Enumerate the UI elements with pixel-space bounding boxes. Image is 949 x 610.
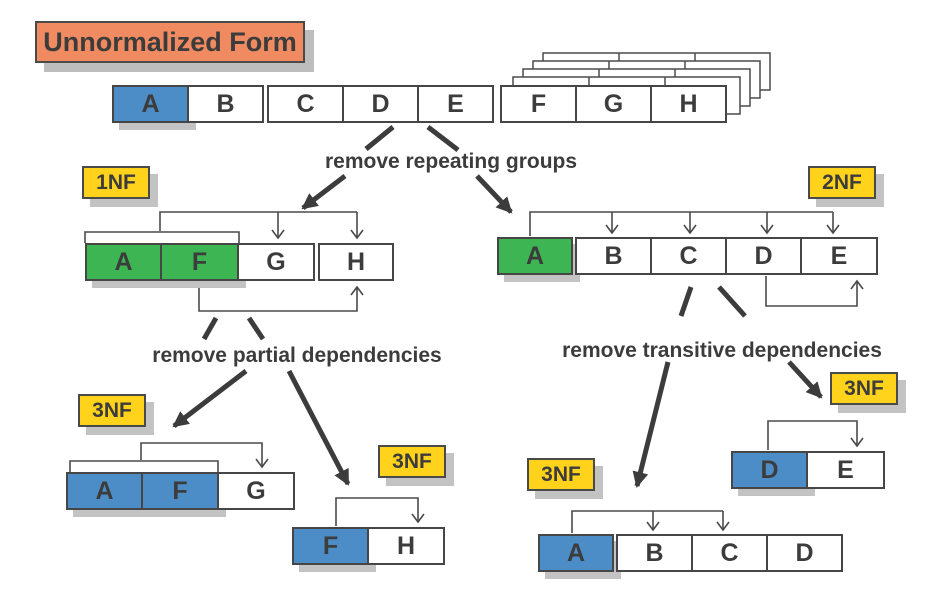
nf1-table: A F G H — [85, 243, 394, 281]
nf3-afg-cell-G: G — [217, 472, 295, 510]
unf-cell-G: G — [575, 85, 652, 123]
badge-3nf-bottom: 3NF — [527, 458, 595, 491]
nf3-abcd-table: A B C D — [538, 534, 843, 572]
repeating-transition-arrows — [301, 125, 513, 214]
nf3-fh-table: F H — [292, 527, 445, 565]
nf3-de-dependency-bracket — [767, 420, 864, 450]
unf-cell-A: A — [112, 85, 189, 123]
nf3-abcd-cell-B: B — [616, 534, 693, 572]
nf3-abcd-cell-C: C — [691, 534, 768, 572]
badge-3nf-left: 3NF — [78, 394, 146, 427]
unf-cell-E: E — [417, 85, 494, 123]
nf2-dependency-brackets — [529, 211, 864, 307]
nf3-de-cell-E: E — [806, 451, 885, 489]
badge-2nf: 2NF — [808, 166, 876, 199]
label-remove-repeating-groups: remove repeating groups — [324, 150, 578, 173]
nf3-fh-cell-F: F — [292, 527, 369, 565]
unf-cell-C: C — [267, 85, 344, 123]
nf2-cell-C: C — [650, 237, 727, 275]
nf2-cell-E: E — [800, 237, 878, 275]
nf3-afg-cell-A: A — [66, 472, 143, 510]
nf3-de-cell-D: D — [731, 451, 808, 489]
nf3-afg-table: A F G — [66, 472, 295, 510]
nf2-cell-D: D — [725, 237, 802, 275]
badge-1nf: 1NF — [82, 166, 150, 199]
nf1-cell-F: F — [160, 243, 239, 281]
nf2-cell-A: A — [497, 237, 573, 275]
nf3-afg-dependency-brackets — [69, 442, 269, 472]
unf-cell-B: B — [187, 85, 264, 123]
badge-3nf-mid: 3NF — [378, 445, 446, 478]
partial-transition-arrows — [172, 316, 351, 486]
nf3-fh-cell-H: H — [367, 527, 445, 565]
nf3-fh-dependency-bracket — [335, 497, 425, 526]
label-remove-partial-dependencies: remove partial dependencies — [152, 344, 442, 367]
nf2-table: A B C D E — [497, 237, 878, 275]
nf1-cell-H: H — [318, 243, 394, 281]
nf3-abcd-dependency-brackets — [571, 510, 730, 533]
unf-cell-D: D — [342, 85, 419, 123]
unf-cell-H: H — [650, 85, 727, 123]
nf3-de-table: D E — [731, 451, 885, 489]
nf3-abcd-cell-D: D — [766, 534, 843, 572]
unnormalized-table: A B C D E F G H — [112, 85, 727, 123]
unnormalized-form-title: Unnormalized Form — [35, 21, 305, 63]
nf2-cell-B: B — [575, 237, 652, 275]
nf1-cell-A: A — [85, 243, 162, 281]
nf3-abcd-cell-A: A — [538, 534, 614, 572]
nf1-cell-G: G — [237, 243, 315, 281]
label-remove-transitive-dependencies: remove transitive dependencies — [562, 339, 882, 362]
badge-3nf-right: 3NF — [830, 372, 898, 405]
nf3-afg-cell-F: F — [141, 472, 219, 510]
nf1-dependency-brackets — [84, 211, 364, 312]
unf-cell-F: F — [500, 85, 577, 123]
transitive-transition-arrows — [632, 285, 823, 488]
